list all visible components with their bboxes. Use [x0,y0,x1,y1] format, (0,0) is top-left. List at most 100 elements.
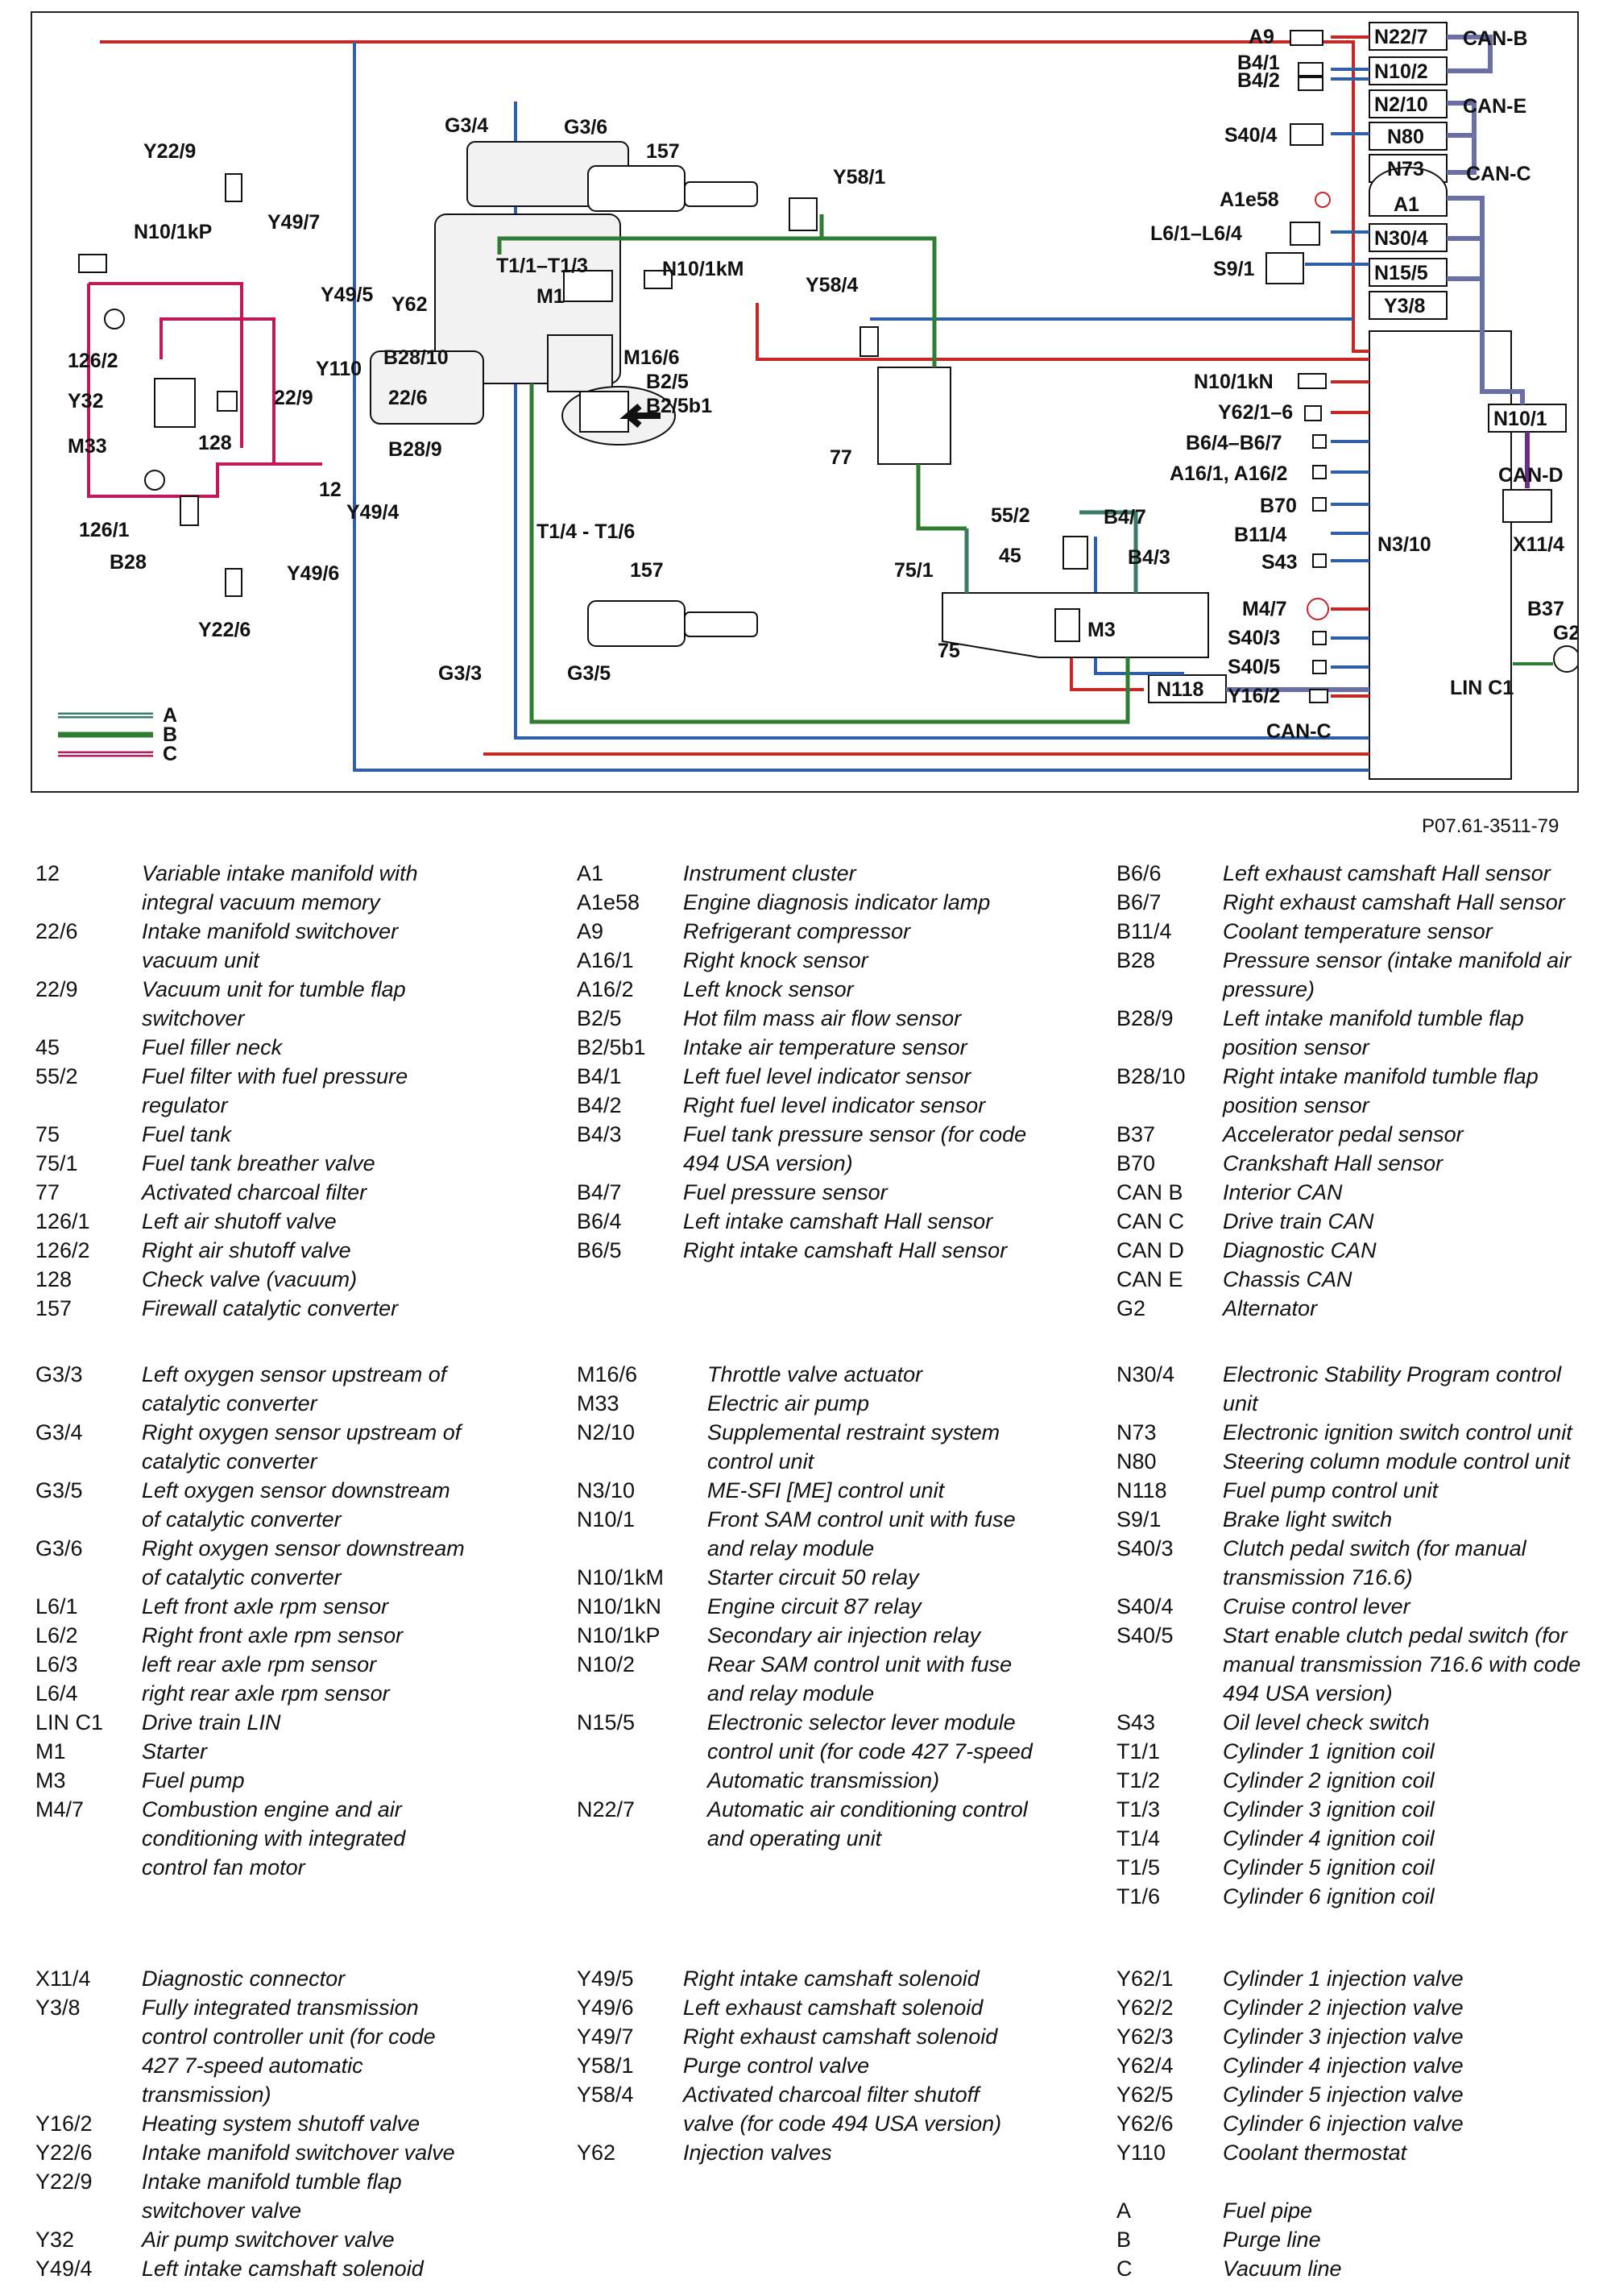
legend-code: CAN E [1116,1267,1183,1291]
legend-code: B6/5 [577,1238,622,1262]
legend-code: Y58/1 [577,2054,634,2078]
c128-check-valve [217,391,238,412]
legend-code: B [1116,2228,1132,2252]
legend-code: T1/6 [1116,1884,1161,1908]
legend-code: M3 [35,1768,66,1792]
label-77: 77 [830,446,852,469]
legend-description: Chassis CAN [1223,1267,1352,1291]
legend-code: B4/7 [577,1180,622,1204]
label-22-9: 22/9 [274,387,313,409]
legend-code: A1 [577,861,604,885]
label-b2-5: B2/5 [646,371,689,393]
legend-code: N2/10 [577,1420,636,1444]
legend-description: Right air shutoff valve [142,1238,351,1262]
legend-code: CAN D [1116,1238,1185,1262]
legend-code: Y22/6 [35,2141,93,2165]
key-b-label: B [163,723,177,746]
legend-code: Y62/2 [1116,1996,1174,2020]
legend-code: M16/6 [577,1362,638,1386]
label-n118: N118 [1157,678,1203,701]
legend-code: Y62 [577,2141,616,2165]
legend-code: 45 [35,1035,60,1059]
legend-description: Pressure sensor (intake manifold air pre… [1223,948,1572,1001]
c126-2-valve [104,309,125,329]
label-y62-1-6: Y62/1–6 [1218,401,1293,424]
legend-description: Air pump switchover valve [142,2228,395,2252]
label-y16-2: Y16/2 [1228,685,1280,707]
legend-description: Left front axle rpm sensor [142,1594,389,1618]
legend-description: Cylinder 6 injection valve [1223,2112,1464,2136]
legend-description: Injection valves [683,2141,832,2165]
legend-code: B11/4 [1116,919,1172,943]
legend-code: Y110 [1116,2141,1166,2165]
label-y58-1: Y58/1 [833,166,885,189]
legend-code: CAN B [1116,1180,1183,1204]
legend-description: Interior CAN [1223,1180,1343,1204]
label-n10-1kp: N10/1kP [134,221,212,243]
legend-description: Right intake camshaft solenoid [683,1967,980,1991]
legend-code: N10/1kN [577,1594,662,1618]
label-b4-2: B4/2 [1237,69,1280,92]
legend-description: Automatic air conditioning control and o… [707,1797,1028,1850]
legend-description: Fuel tank [142,1122,232,1146]
legend-description: Purge control valve [683,2054,870,2078]
legend-description: Purge line [1223,2228,1321,2252]
legend-description: Cylinder 1 ignition coil [1223,1739,1435,1763]
legend-code: S9/1 [1116,1507,1162,1531]
legend-description: Combustion engine and air conditioning w… [142,1797,406,1879]
legend-row: CAN E Chassis CAN [1116,1265,1593,1294]
legend-description: Oil level check switch [1223,1710,1430,1734]
label-55-2: 55/2 [991,504,1030,527]
legend-description: Starter [142,1739,208,1763]
legend-description: Cylinder 3 injection valve [1223,2025,1464,2049]
label-n10-1kn: N10/1kN [1194,371,1274,393]
legend-description: Right exhaust camshaft Hall sensor [1223,890,1565,914]
legend-code: B6/7 [1116,890,1162,914]
legend-description: Activated charcoal filter [142,1180,367,1204]
label-b28: B28 [110,551,147,574]
label-45: 45 [999,545,1021,567]
label-n10-2: N10/2 [1374,60,1428,83]
legend-description: Electronic selector lever module control… [707,1710,1033,1792]
legend-code: S40/4 [1116,1594,1174,1618]
legend-code: S43 [1116,1710,1156,1734]
label-g3-4: G3/4 [445,114,488,137]
vacuum-lines [87,282,322,498]
legend-code: Y62/4 [1116,2054,1174,2078]
purge-lines [497,214,1130,724]
figure-reference: P07.61-3511-79 [1422,815,1560,837]
label-t1-1-t1-3: T1/1–T1/3 [496,255,588,277]
legend-code: N73 [1116,1420,1157,1444]
legend-description: Coolant temperature sensor [1223,919,1493,943]
key-a-label: A [163,704,177,727]
legend-code: N80 [1116,1449,1157,1473]
legend-description: Fuel pressure sensor [683,1180,888,1204]
label-b70: B70 [1260,495,1297,517]
label-g3-3: G3/3 [438,662,482,685]
legend-description: Left exhaust camshaft solenoid [683,1996,984,2020]
legend-code: B4/2 [577,1093,622,1117]
legend-description: Right intake camshaft Hall sensor [683,1238,1008,1262]
legend-code: Y49/4 [35,2257,93,2281]
legend-description: Left air shutoff valve [142,1209,337,1233]
legend-code: T1/4 [1116,1826,1161,1850]
label-n10-1: N10/1 [1493,408,1547,430]
